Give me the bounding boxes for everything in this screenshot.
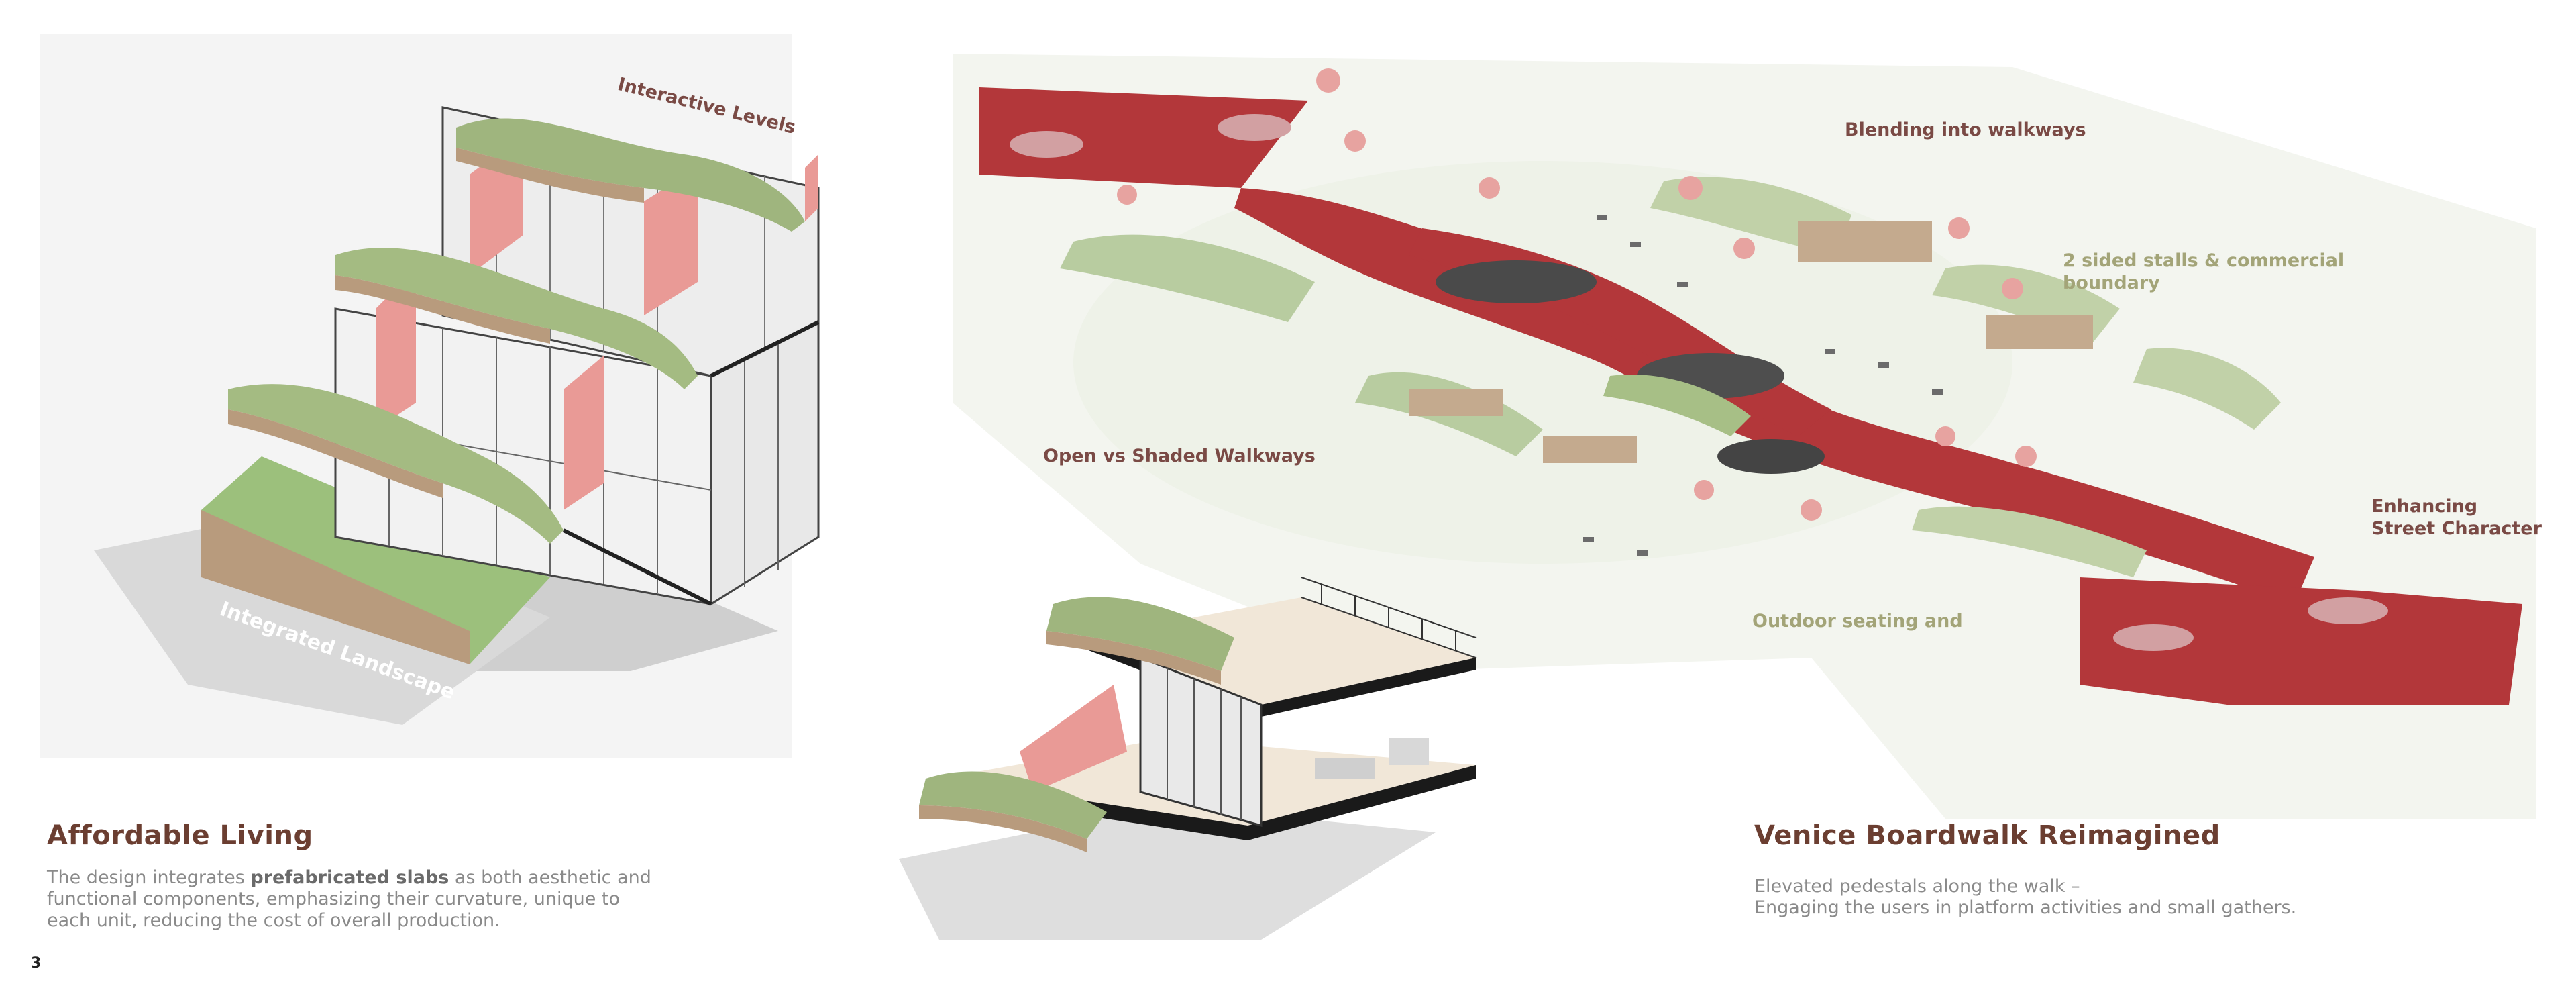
affordable-living-description: The design integrates prefabricated slab… [47, 867, 704, 932]
venice-boardwalk-title: Venice Boardwalk Reimagined [1754, 820, 2220, 851]
label-two-sided-stalls: 2 sided stalls & commercial boundary [2063, 250, 2344, 294]
affordable-living-line3: each unit, reducing the cost of overall … [47, 910, 500, 931]
label-two-sided-stalls-line2: boundary [2063, 272, 2160, 293]
affordable-living-line1: The design integrates prefabricated slab… [47, 867, 704, 889]
label-blending-walkways: Blending into walkways [1845, 119, 2086, 140]
venice-boardwalk-description: Elevated pedestals along the walk – Enga… [1754, 876, 2492, 919]
page-number: 3 [31, 955, 42, 972]
venice-boardwalk-line2: Engaging the users in platform activitie… [1754, 897, 2297, 918]
label-two-sided-stalls-line1: 2 sided stalls & commercial [2063, 250, 2345, 271]
label-enhancing-line2: Street Character [2371, 518, 2542, 539]
venice-boardwalk-line1: Elevated pedestals along the walk – [1754, 876, 2080, 897]
affordable-living-title: Affordable Living [47, 820, 313, 851]
unit-section-illustration [885, 537, 1516, 940]
building-axonometric-illustration [40, 27, 845, 765]
label-enhancing-street-character: Enhancing Street Character [2371, 495, 2542, 540]
affordable-living-line1-pre: The design integrates [47, 867, 251, 888]
label-outdoor-seating: Outdoor seating and [1752, 611, 1963, 632]
label-enhancing-line1: Enhancing [2371, 496, 2478, 517]
prefabricated-slabs-emphasis: prefabricated slabs [250, 867, 449, 888]
affordable-living-line1-post: as both aesthetic and [449, 867, 651, 888]
label-open-shaded-walkways: Open vs Shaded Walkways [1043, 446, 1316, 466]
affordable-living-line2: functional components, emphasizing their… [47, 889, 621, 909]
